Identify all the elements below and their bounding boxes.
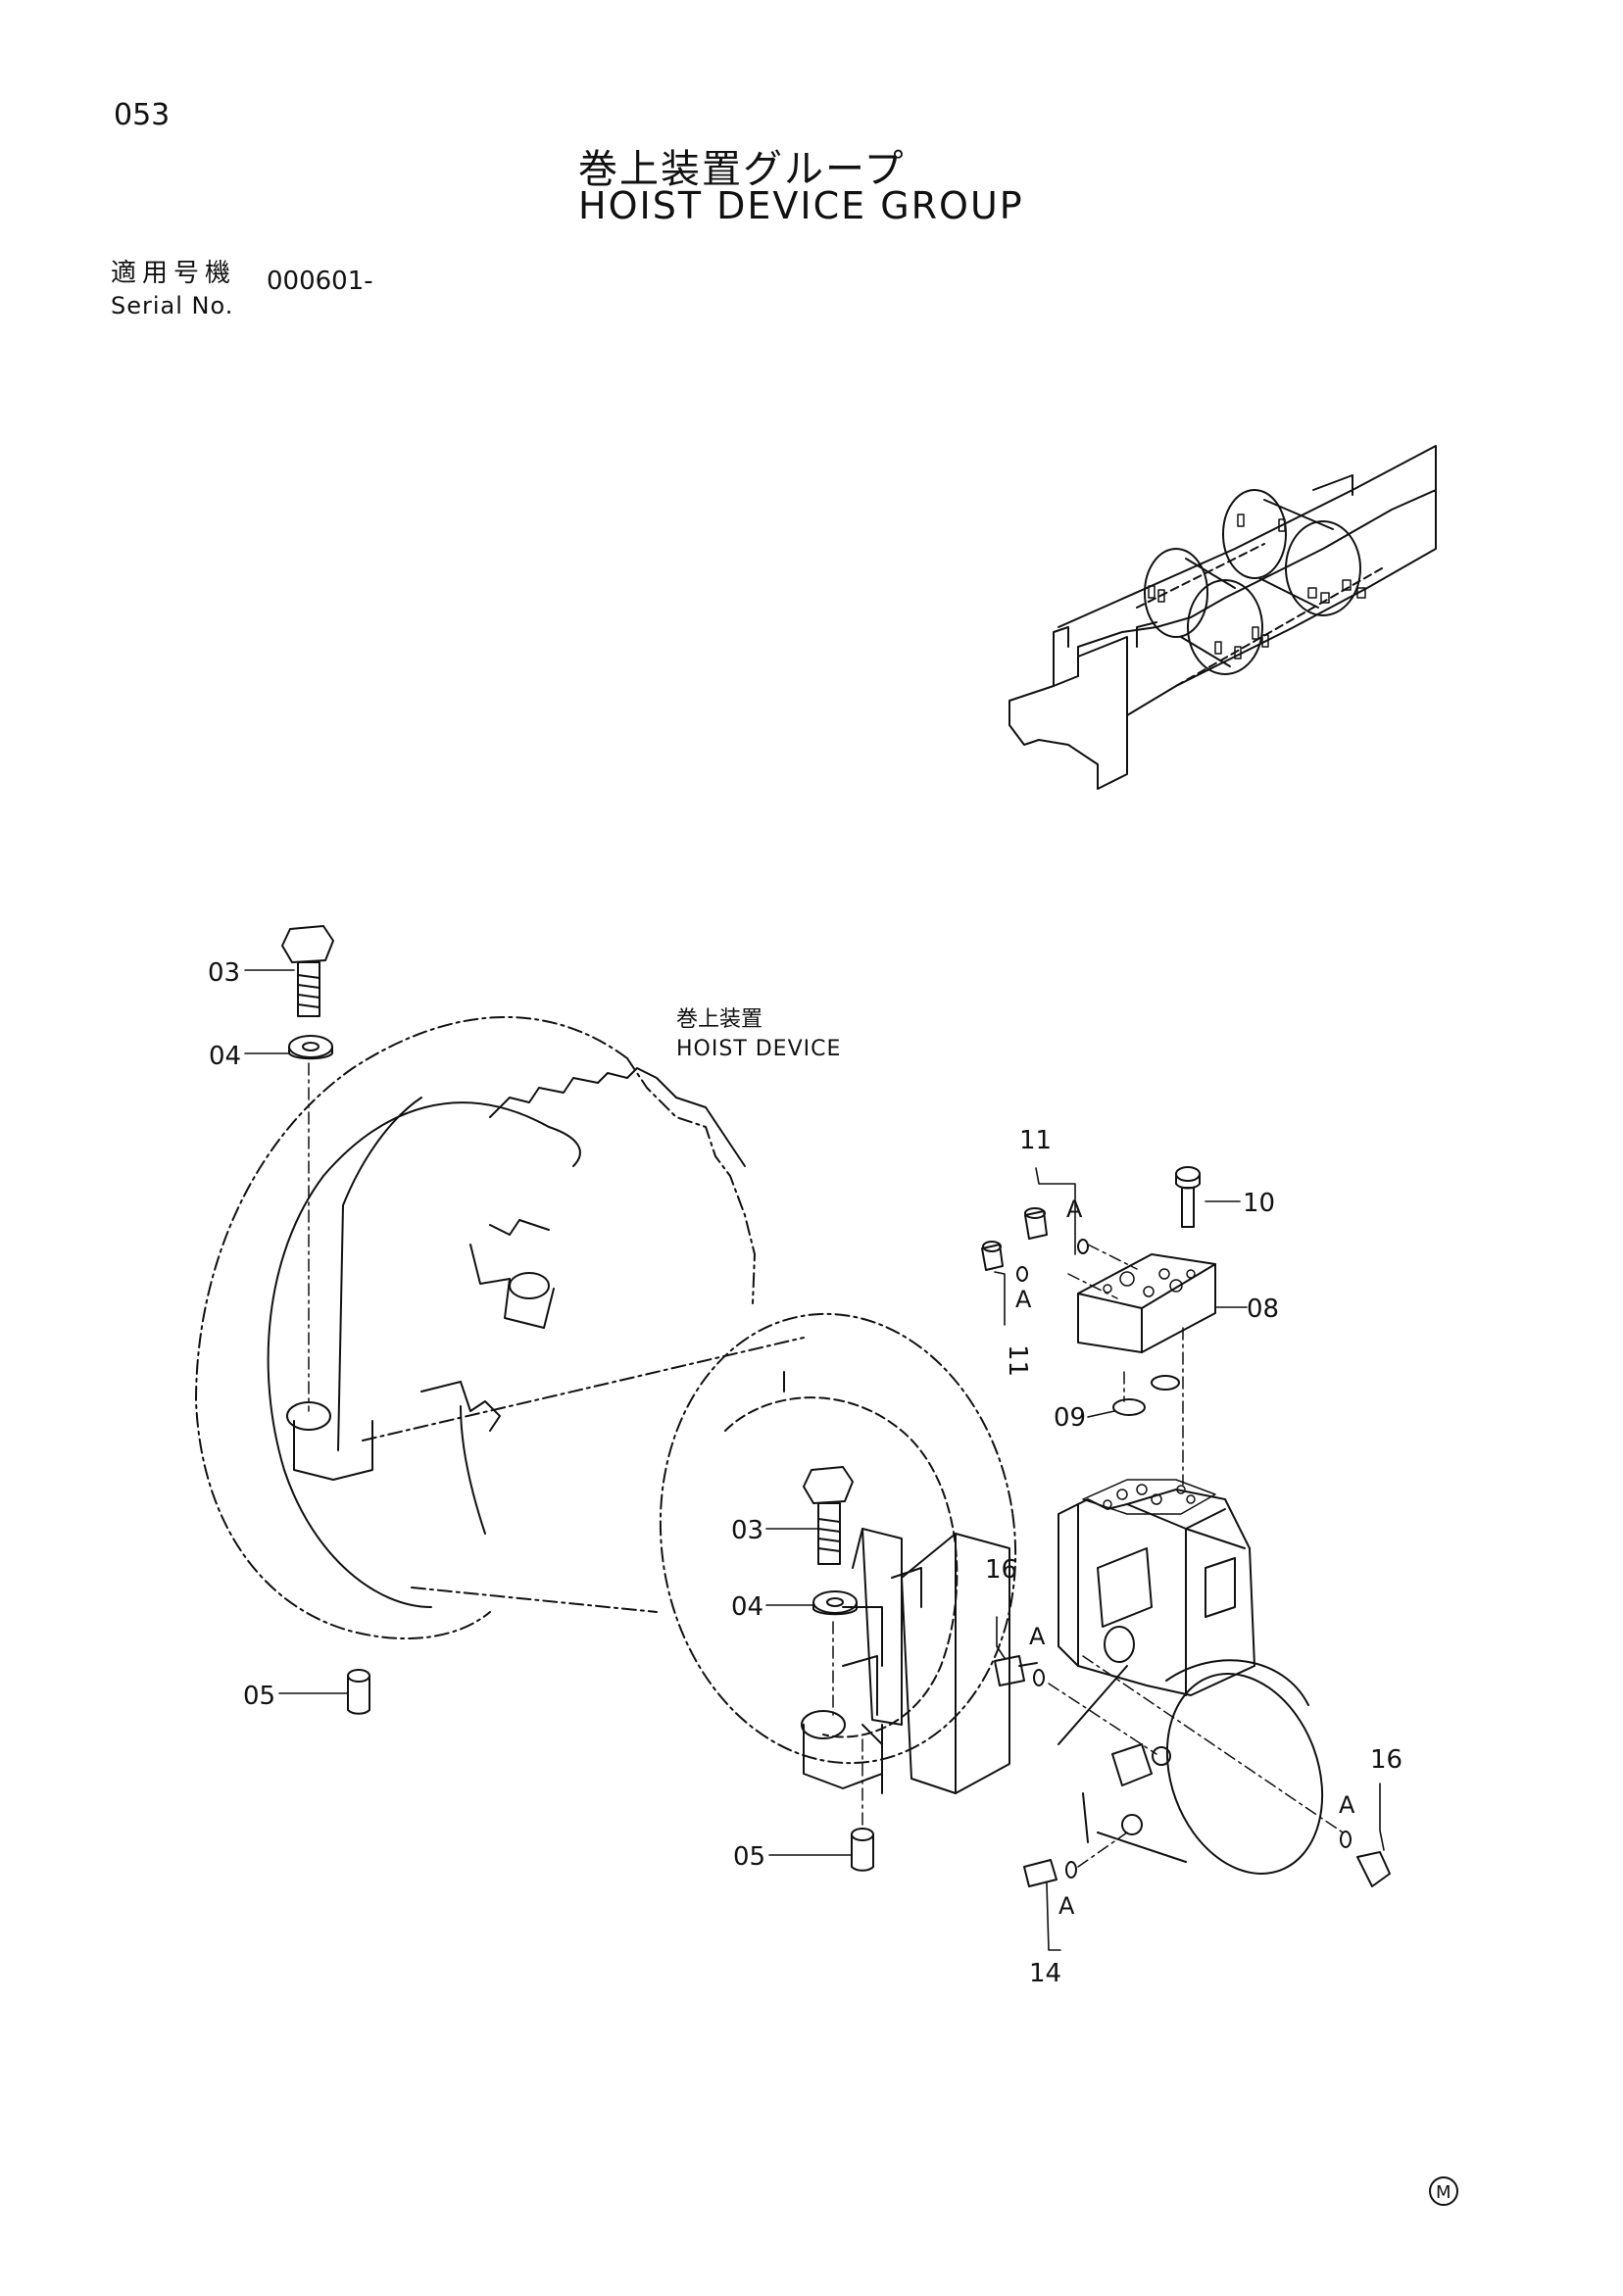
part-14-fitting (1023, 1746, 1171, 1887)
inset-bolt-details (1148, 513, 1366, 659)
assembly-label-english: HOIST DEVICE (676, 1037, 842, 1061)
motor-support-bracket-right (801, 1606, 883, 1789)
part-09-o-rings (1112, 1375, 1180, 1416)
connection-mark-a-lower: A (1058, 1892, 1075, 1920)
part-16-elbow-fittings (994, 1655, 1391, 1887)
drum-right-flange (659, 1312, 1017, 1765)
callout-05-lower: 05 (733, 1842, 765, 1872)
part-04-washer-upper (288, 1035, 333, 1060)
inset-drum-rear (1222, 489, 1361, 616)
drum-barrel (362, 1337, 805, 1613)
callout-03-lower: 03 (731, 1516, 763, 1545)
connection-mark-a-left: A (1015, 1286, 1032, 1313)
callout-14: 14 (1029, 1959, 1061, 1988)
callout-numbers: 03 04 05 03 04 05 08 09 10 11 11 14 16 1… (208, 958, 1402, 1988)
connection-mark-a-upper: A (1066, 1196, 1083, 1223)
hoist-motor-gearbox (801, 1479, 1324, 1875)
callout-16-left: 16 (985, 1555, 1017, 1585)
inset-drum-front (1144, 548, 1263, 675)
valve-port-plate (1082, 1479, 1216, 1515)
page-number: 053 (114, 98, 171, 132)
page-title-japanese: 巻上装置グループ (578, 147, 906, 192)
part-10-screw (1175, 1166, 1201, 1228)
valve-plate-ports (1103, 1268, 1196, 1297)
gearbox-body (852, 1528, 1010, 1794)
serial-label-english: Serial No. (111, 292, 234, 319)
part-11-fittings (981, 1207, 1089, 1282)
assembly-label-japanese: 巻上装置 (676, 1007, 763, 1032)
serial-number-value: 000601- (267, 267, 373, 296)
callout-03-upper: 03 (208, 958, 240, 988)
control-valve-block (1057, 1489, 1255, 1696)
drum-left-flange (195, 1016, 628, 1640)
part-03-bolt-lower (803, 1466, 854, 1565)
part-05-pin-upper (347, 1669, 370, 1715)
callout-05-upper: 05 (243, 1682, 275, 1711)
callout-09: 09 (1054, 1403, 1086, 1433)
drum-ring-gear (489, 1057, 756, 1304)
inset-location-view (1008, 445, 1437, 790)
part-03-bolt-upper (281, 925, 334, 1017)
serial-label-japanese: 適用号機 (111, 259, 237, 288)
callout-04-lower: 04 (731, 1592, 763, 1622)
callout-04-upper: 04 (209, 1042, 241, 1071)
callout-16-right: 16 (1370, 1745, 1402, 1775)
hoist-drum (195, 1016, 1017, 1765)
page-title-english: HOIST DEVICE GROUP (578, 184, 1024, 227)
callout-11-upper: 11 (1019, 1126, 1052, 1155)
callout-10: 10 (1243, 1189, 1275, 1218)
motor-housing (1057, 1659, 1324, 1875)
callout-08: 08 (1247, 1295, 1279, 1324)
footer-mark-letter: M (1436, 2182, 1451, 2203)
assembly-center-lines (308, 1062, 1344, 1868)
connection-mark-a-right: A (1339, 1791, 1355, 1819)
footer-mark: M (1429, 2176, 1458, 2206)
callout-leader-lines (244, 969, 1385, 1951)
inset-frame-outline (1008, 445, 1437, 790)
drum-support-bracket-left (286, 1244, 555, 1481)
connection-mark-a-valve: A (1029, 1623, 1046, 1650)
callout-11-lower: 11 (1003, 1344, 1032, 1377)
part-04-washer-lower (812, 1590, 858, 1616)
part-08-valve-plate (1077, 1253, 1216, 1353)
part-05-pin-lower (851, 1828, 874, 1872)
